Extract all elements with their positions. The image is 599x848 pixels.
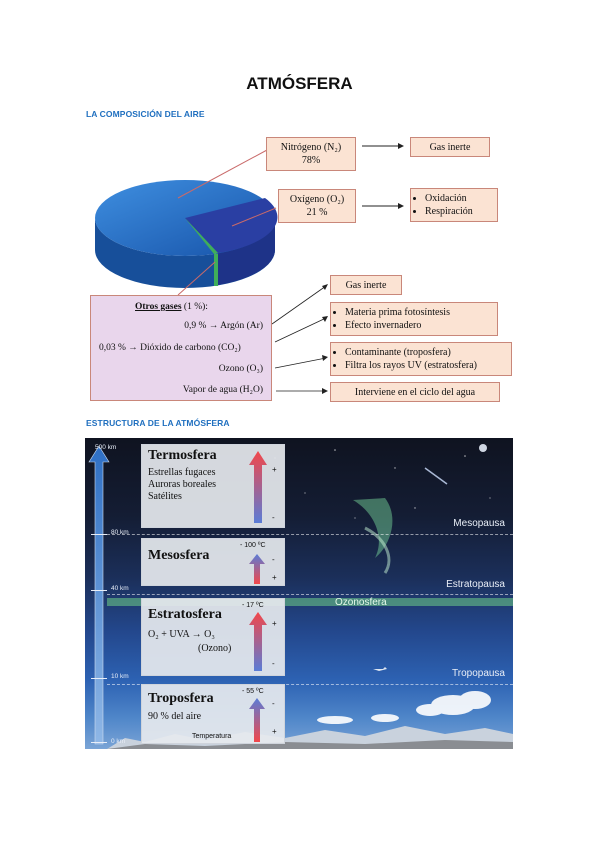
ozonosphere-label: Ozonosfera bbox=[335, 597, 387, 608]
km-label: 500 km bbox=[95, 444, 117, 451]
ozone-result-item: Contaminante (troposfera) bbox=[345, 346, 511, 359]
pie-others-slice bbox=[185, 218, 218, 254]
stratopause-line bbox=[107, 594, 513, 595]
mesopause-label: Mesopausa bbox=[453, 518, 505, 529]
troposphere-line: 90 % del aire bbox=[148, 711, 202, 722]
thermosphere-line: Estrellas fugaces bbox=[148, 467, 216, 478]
oxygen-box: Oxígeno (O₂) 21 % bbox=[278, 189, 356, 223]
satellite-icon bbox=[479, 444, 487, 452]
meteor-icon bbox=[424, 467, 448, 485]
other-gas-row-co2: 0,03 % → Dióxido de carbono (CO₂) bbox=[99, 343, 241, 353]
pie-others-side bbox=[214, 254, 218, 286]
composition-heading: LA COMPOSICIÓN DEL AIRE bbox=[86, 109, 205, 119]
page-title: ATMÓSFERA bbox=[246, 74, 353, 93]
clouds bbox=[317, 691, 491, 724]
ozone-result-box: Contaminante (troposfera) Filtra los ray… bbox=[330, 342, 512, 376]
altitude-arrow-icon bbox=[88, 445, 110, 745]
other-gas-row-water: Vapor de agua (H₂O) bbox=[182, 385, 263, 395]
structure-heading: ESTRUCTURA DE LA ATMÓSFERA bbox=[86, 418, 230, 428]
argon-result-box: Gas inerte bbox=[330, 275, 402, 295]
temp-plus: + bbox=[272, 619, 277, 628]
stratosphere-line: (Ozono) bbox=[198, 643, 232, 654]
thermosphere-title: Termosfera bbox=[148, 448, 217, 463]
co2-result-item: Efecto invernadero bbox=[345, 319, 497, 332]
nitrogen-result-box: Gas inerte bbox=[410, 137, 490, 157]
thermosphere-panel: Termosfera Estrellas fugaces Auroras bor… bbox=[141, 444, 285, 528]
other-gases-title-label: Otros gases bbox=[135, 302, 182, 312]
oxygen-result-item: Respiración bbox=[425, 205, 497, 218]
composition-pie-chart bbox=[95, 180, 278, 288]
nitrogen-result: Gas inerte bbox=[429, 142, 471, 153]
temperature-arrow-icon bbox=[249, 554, 265, 584]
km-label: 10 km bbox=[111, 673, 129, 680]
troposphere-panel: Troposfera 90 % del aire - 55 ºC Tempera… bbox=[141, 684, 285, 744]
temp-minus: - bbox=[272, 555, 275, 564]
ozone-result-item: Filtra los rayos UV (estratosfera) bbox=[345, 359, 511, 372]
stratosphere-temp: - 17 ºC bbox=[242, 602, 264, 609]
stratosphere-panel: Estratosfera O₂ + UVA → O₃ (Ozono) - 17 … bbox=[141, 598, 285, 676]
nitrogen-box: Nitrógeno (N₂) 78% bbox=[266, 137, 356, 171]
airplane-icon bbox=[373, 667, 387, 671]
other-gas-row-argon: 0,9 % → Argón (Ar) bbox=[184, 321, 263, 331]
stratosphere-title: Estratosfera bbox=[148, 607, 222, 622]
altitude-axis bbox=[88, 445, 110, 745]
temp-minus: - bbox=[272, 699, 275, 708]
temp-minus: - bbox=[272, 659, 275, 668]
argon-result: Gas inerte bbox=[345, 280, 387, 291]
nitrogen-percent: 78% bbox=[301, 155, 321, 166]
stratosphere-line: O₂ + UVA → O₃ bbox=[148, 629, 215, 640]
other-gases-title-suffix: (1 %): bbox=[181, 302, 208, 312]
temp-minus: - bbox=[272, 513, 275, 522]
thermosphere-line: Auroras boreales bbox=[148, 479, 217, 490]
nitrogen-name: Nitrógeno (N₂) bbox=[280, 142, 342, 153]
other-gases-box: Otros gases (1 %): 0,9 % → Argón (Ar) 0,… bbox=[90, 295, 272, 401]
mesopause-line bbox=[107, 534, 513, 535]
water-result: Interviene en el ciclo del agua bbox=[354, 387, 476, 398]
ozone-band bbox=[107, 598, 513, 606]
pie-oxygen-slice bbox=[185, 198, 278, 253]
temp-plus: + bbox=[272, 727, 277, 736]
troposphere-title: Troposfera bbox=[148, 691, 214, 706]
oxygen-name: Oxígeno (O₂) bbox=[289, 194, 345, 205]
tropopause-line bbox=[107, 684, 513, 685]
mesosphere-temp: - 100 ºC bbox=[240, 542, 266, 549]
km-label: 80 km bbox=[111, 529, 129, 536]
co2-result-box: Materia prima fotosíntesis Efecto invern… bbox=[330, 302, 498, 336]
pie-oxygen-side bbox=[218, 218, 275, 285]
temp-plus: + bbox=[272, 573, 277, 582]
tropopause-label: Tropopausa bbox=[452, 668, 505, 679]
oxygen-result-box: Oxidación Respiración bbox=[410, 188, 498, 222]
mesosphere-panel: Mesosfera - 100 ºC - + bbox=[141, 538, 285, 586]
oxygen-percent: 21 % bbox=[306, 207, 328, 218]
other-gas-row-ozone: Ozono (O₃) bbox=[218, 364, 263, 374]
atmosphere-diagram: 500 km 80 km 40 km 10 km 0 km Mesopausa … bbox=[85, 438, 513, 749]
temperature-arrow-icon bbox=[249, 698, 265, 742]
troposphere-temp: - 55 ºC bbox=[242, 688, 264, 695]
temperature-arrow-icon bbox=[249, 451, 267, 523]
stratopause-label: Estratopausa bbox=[446, 579, 505, 590]
water-result-box: Interviene en el ciclo del agua bbox=[330, 382, 500, 402]
km-label: 0 km bbox=[111, 738, 126, 745]
mesosphere-title: Mesosfera bbox=[148, 548, 210, 563]
co2-result-item: Materia prima fotosíntesis bbox=[345, 306, 497, 319]
thermosphere-line: Satélites bbox=[148, 491, 182, 502]
other-gases-title: Otros gases (1 %): bbox=[135, 302, 208, 312]
temp-plus: + bbox=[272, 465, 277, 474]
temperature-caption: Temperatura bbox=[192, 733, 232, 740]
km-label: 40 km bbox=[111, 585, 129, 592]
temperature-arrow-icon bbox=[249, 612, 267, 671]
connector-lines bbox=[177, 143, 404, 394]
oxygen-result-item: Oxidación bbox=[425, 192, 497, 205]
